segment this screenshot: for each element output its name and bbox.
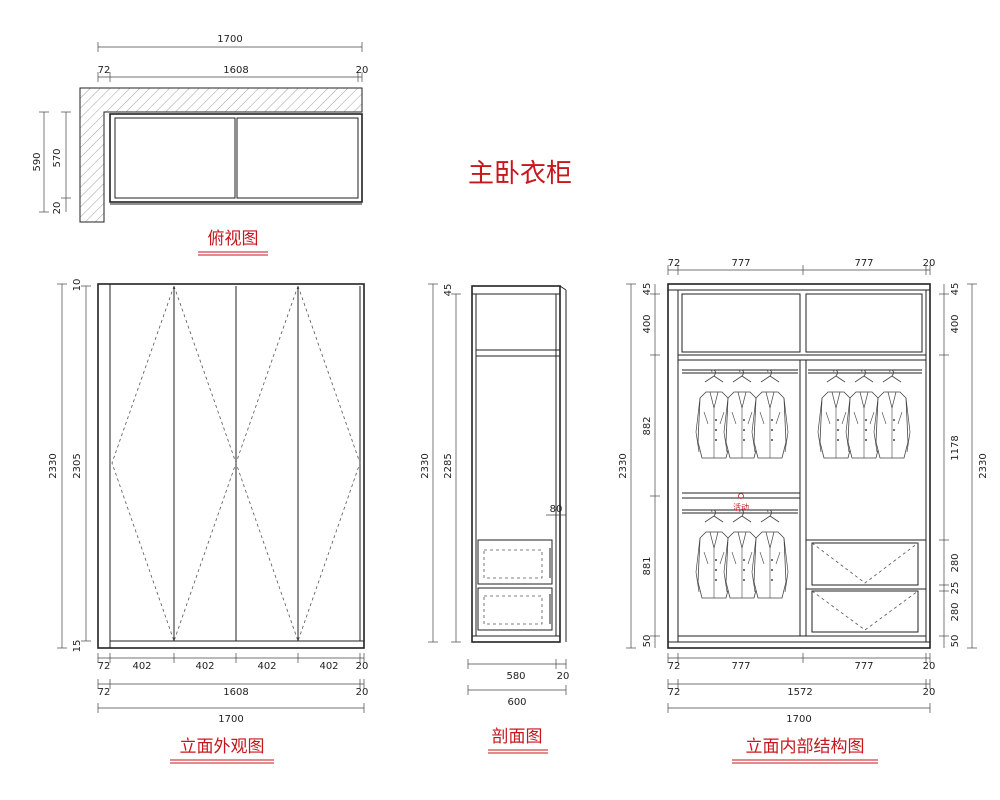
int-dim-left-top: 45 (642, 283, 653, 296)
plan-dim-depth-inner: 570 (52, 148, 63, 167)
ext-dim-left-2: 72 (98, 687, 111, 698)
int-dim-bot-right: 20 (923, 661, 936, 672)
ext-dim-door4: 402 (319, 661, 338, 672)
ext-dim-height-total: 2330 (48, 453, 59, 478)
int-dim-r-gap: 25 (950, 582, 961, 595)
ext-dim-door3: 402 (257, 661, 276, 672)
plan-view: 1700 72 1608 20 590 570 20 (32, 34, 369, 223)
int-dim-inner-width: 1572 (787, 687, 812, 698)
plan-dim-depth-total: 590 (32, 152, 43, 171)
int-dim-bot2-left: 72 (668, 687, 681, 698)
section-view: 80 2330 2285 45 580 20 600 (420, 284, 569, 708)
int-dim-r-drawer1: 280 (950, 553, 961, 572)
ext-dim-bottom: 15 (72, 640, 83, 653)
int-dim-r-hang: 1178 (950, 435, 961, 460)
plan-dim-depth-bottom: 20 (52, 202, 63, 215)
int-dim-height-total-right: 2330 (978, 453, 989, 478)
sec-dim-drawer-gap: 80 (550, 504, 563, 515)
int-dim-total-width: 1700 (786, 714, 811, 725)
int-dim-r-cab: 400 (950, 314, 961, 333)
ext-dim-height-door: 2305 (72, 453, 83, 478)
ext-dim-inner-width: 1608 (223, 687, 248, 698)
int-dim-r-drawer2: 280 (950, 602, 961, 621)
main-title: 主卧衣柜 (468, 159, 572, 189)
int-dim-bot-bay2: 777 (854, 661, 873, 672)
coats-upper-right (817, 369, 911, 459)
plan-view-title: 俯视图 (208, 229, 259, 249)
int-dim-top-bay1: 777 (731, 258, 750, 269)
sec-dim-back: 20 (557, 671, 570, 682)
coats-lower-left (695, 509, 789, 599)
ext-dim-left: 72 (98, 661, 111, 672)
plan-dim-middle: 1608 (223, 65, 248, 76)
ext-dim-right: 20 (356, 661, 369, 672)
int-dim-top-right: 20 (923, 258, 936, 269)
ext-dim-top: 10 (72, 279, 83, 292)
plan-dim-left: 72 (98, 65, 111, 76)
ext-dim-total-width: 1700 (218, 714, 243, 725)
ext-dim-door1: 402 (132, 661, 151, 672)
ext-dim-right-2: 20 (356, 687, 369, 698)
plan-dim-right: 20 (356, 65, 369, 76)
sec-dim-top: 45 (443, 284, 454, 297)
sec-dim-depth-inner: 580 (506, 671, 525, 682)
sec-dim-depth-total: 600 (507, 697, 526, 708)
int-dim-bot-bay1: 777 (731, 661, 750, 672)
sec-dim-height-total: 2330 (420, 453, 431, 478)
section-view-title: 剖面图 (492, 727, 543, 747)
ext-dim-door2: 402 (195, 661, 214, 672)
interior-red-note: 活动 (733, 502, 749, 512)
int-dim-height-total-left: 2330 (618, 453, 629, 478)
int-dim-top-bay2: 777 (854, 258, 873, 269)
interior-elevation: 活动 72 777 777 20 (618, 258, 989, 725)
interior-elevation-title: 立面内部结构图 (746, 737, 865, 757)
int-dim-left-cab: 400 (642, 314, 653, 333)
int-dim-bot2-right: 20 (923, 687, 936, 698)
coats-upper-left (695, 369, 789, 459)
plan-wall-hatch (79, 87, 363, 223)
int-dim-hang-upper: 882 (642, 416, 653, 435)
plan-dim-total-width: 1700 (217, 34, 242, 45)
int-dim-r-top: 45 (950, 283, 961, 296)
exterior-elevation-title: 立面外观图 (180, 737, 265, 757)
int-dim-r-bottom: 50 (950, 635, 961, 648)
sec-dim-height-inner: 2285 (443, 453, 454, 478)
int-dim-left-bottom: 50 (642, 635, 653, 648)
exterior-elevation: 2330 2305 10 15 72 402 402 402 402 20 72… (48, 279, 368, 725)
int-dim-top-left: 72 (668, 258, 681, 269)
int-dim-hang-lower: 881 (642, 556, 653, 575)
int-dim-bot-left: 72 (668, 661, 681, 672)
